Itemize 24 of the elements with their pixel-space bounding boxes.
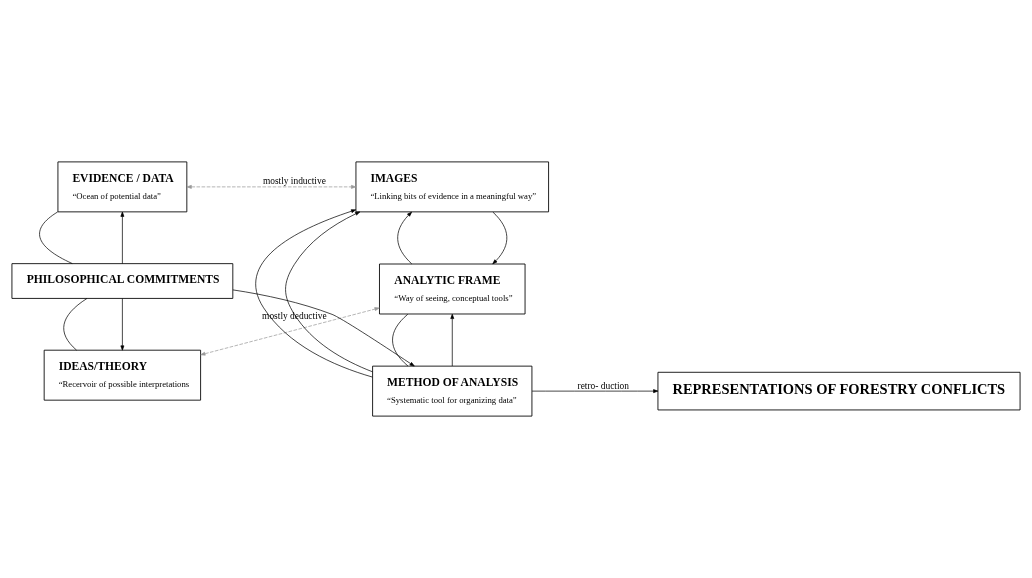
node-box: IMAGES “Linking bits of evidence in a meaningful way” — [355, 161, 550, 213]
arrow — [232, 289, 415, 367]
connector — [392, 313, 409, 367]
arrow — [531, 389, 659, 393]
node-box: EVIDENCE / DATA “Ocean of potential data” — [57, 161, 188, 213]
arrow — [397, 211, 413, 265]
arrow — [120, 298, 125, 351]
node-box: PHILOSOPHICAL COMMITMENTS — [11, 263, 234, 299]
arrow — [492, 211, 508, 265]
node-box: REPRESENTATIONS OF FORESTRY CONFLICTS — [657, 371, 1021, 411]
arrow — [255, 209, 373, 378]
node-box: IDEAS/THEORY “Recervoir of possible interpretations — [43, 349, 202, 401]
connector — [63, 298, 88, 351]
node-box: ANALYTIC FRAME “Way of seeing, conceptual tools” — [379, 263, 526, 315]
connector — [39, 211, 73, 264]
arrow — [450, 313, 455, 367]
arrow — [186, 185, 357, 189]
arrow — [120, 211, 125, 264]
arrow — [200, 307, 380, 356]
arrow — [285, 211, 373, 373]
edge-label: mostly deductive — [262, 310, 327, 321]
edge-label: retro- duction — [577, 380, 629, 391]
node-box: METHOD OF ANALYSIS “Systematic tool for organizing data” — [372, 365, 533, 417]
edge-label: mostly inductive — [262, 176, 326, 187]
